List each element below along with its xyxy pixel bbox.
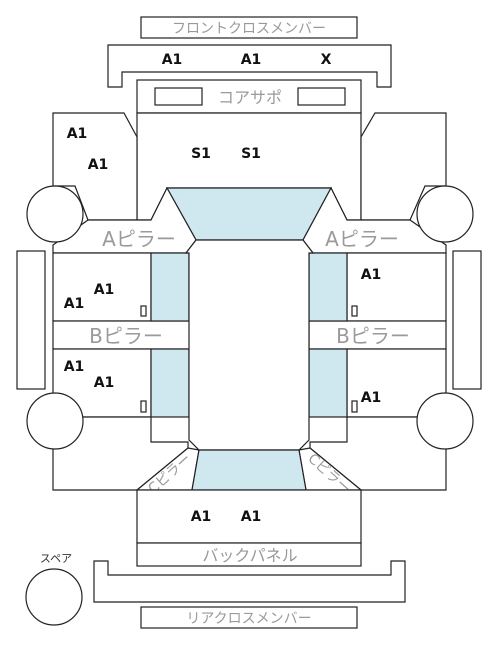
grade-left-front-door-1: A1 xyxy=(94,282,115,298)
grade-front-left-fender-2: A1 xyxy=(88,157,109,173)
left-front-door xyxy=(52,252,152,322)
spare-tire xyxy=(25,568,83,626)
b-pillar-left-label: Bピラー xyxy=(89,324,163,348)
rear-cross-member-bracket xyxy=(93,560,406,603)
rear-cross-member-box xyxy=(140,606,358,629)
grade-front-cross-3: X xyxy=(321,52,332,68)
back-panel-label: バックパネル xyxy=(202,546,297,565)
front-cross-member-bracket xyxy=(107,44,392,88)
grade-bonnet-2: S1 xyxy=(241,146,261,162)
rear-window xyxy=(191,449,307,491)
wheel-front-left xyxy=(26,185,84,243)
left-side-sill xyxy=(16,250,46,390)
grade-trunk-1: A1 xyxy=(191,509,212,525)
core-support-left-slot xyxy=(154,87,203,106)
a-pillar-right-label: Aピラー xyxy=(325,227,399,251)
grade-front-cross-2: A1 xyxy=(241,52,262,68)
left-front-window xyxy=(150,252,190,322)
trunk xyxy=(136,489,362,544)
core-support-label: コアサポ xyxy=(218,88,282,107)
wheel-front-right xyxy=(416,185,474,243)
grade-right-front-door: A1 xyxy=(361,267,382,283)
roof xyxy=(184,239,315,451)
wheel-rear-left xyxy=(26,392,84,450)
right-rear-door-handle xyxy=(351,400,358,413)
rear-cross-member-label: リアクロスメンバー xyxy=(186,611,311,627)
grade-front-left-fender-1: A1 xyxy=(67,126,88,142)
right-front-door xyxy=(346,252,447,322)
grade-front-cross-1: A1 xyxy=(162,52,183,68)
grade-right-rear-door: A1 xyxy=(361,390,382,406)
left-front-door-handle xyxy=(140,305,147,317)
grade-left-rear-door-2: A1 xyxy=(94,375,115,391)
right-front-window xyxy=(308,252,348,322)
grade-left-front-door-2: A1 xyxy=(64,296,85,312)
back-panel-box xyxy=(136,542,362,567)
rear-right-quarter xyxy=(309,416,447,491)
front-cross-member-box xyxy=(140,16,358,39)
right-rear-window xyxy=(308,348,348,418)
left-rear-door-handle xyxy=(140,400,147,413)
grade-trunk-2: A1 xyxy=(241,509,262,525)
a-pillar-left-label: Aピラー xyxy=(102,227,176,251)
right-side-sill xyxy=(452,250,482,390)
right-front-door-handle xyxy=(351,305,358,317)
b-pillar-left xyxy=(52,320,191,350)
front-cross-member-label: フロントクロスメンバー xyxy=(172,21,326,37)
left-rear-window xyxy=(150,348,190,418)
rear-left-quarter xyxy=(52,416,189,491)
grade-left-rear-door-1: A1 xyxy=(64,359,85,375)
core-support-right-slot xyxy=(297,87,346,106)
b-pillar-right xyxy=(308,320,447,350)
b-pillar-right-label: Bピラー xyxy=(336,324,410,348)
grade-bonnet-1: S1 xyxy=(191,146,211,162)
spare-label: スペア xyxy=(40,552,72,565)
wheel-rear-right xyxy=(416,392,474,450)
